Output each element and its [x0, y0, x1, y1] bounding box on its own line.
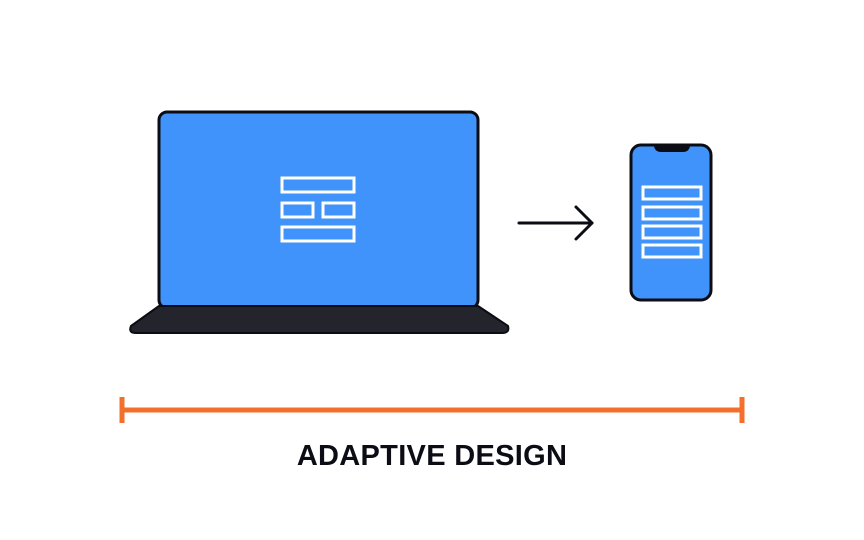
smartphone-icon	[629, 143, 713, 302]
range-bar-icon	[119, 397, 745, 423]
phone-screen	[629, 143, 713, 302]
desktop-layout-block	[321, 201, 356, 219]
arrow-right-icon	[517, 205, 594, 241]
mobile-layout-block	[641, 205, 703, 221]
mobile-layout-icon	[641, 185, 703, 259]
laptop-base	[129, 305, 510, 334]
caption-title: ADAPTIVE DESIGN	[296, 440, 568, 472]
mobile-layout-block	[641, 185, 703, 201]
mobile-layout-block	[641, 224, 703, 240]
laptop-screen	[157, 110, 480, 310]
mobile-layout-block	[641, 243, 703, 259]
desktop-layout-block	[280, 201, 315, 219]
desktop-layout-block	[280, 225, 356, 243]
phone-notch	[654, 146, 690, 152]
desktop-layout-block	[280, 176, 356, 194]
desktop-layout-icon	[280, 176, 356, 243]
laptop-icon	[129, 110, 510, 334]
